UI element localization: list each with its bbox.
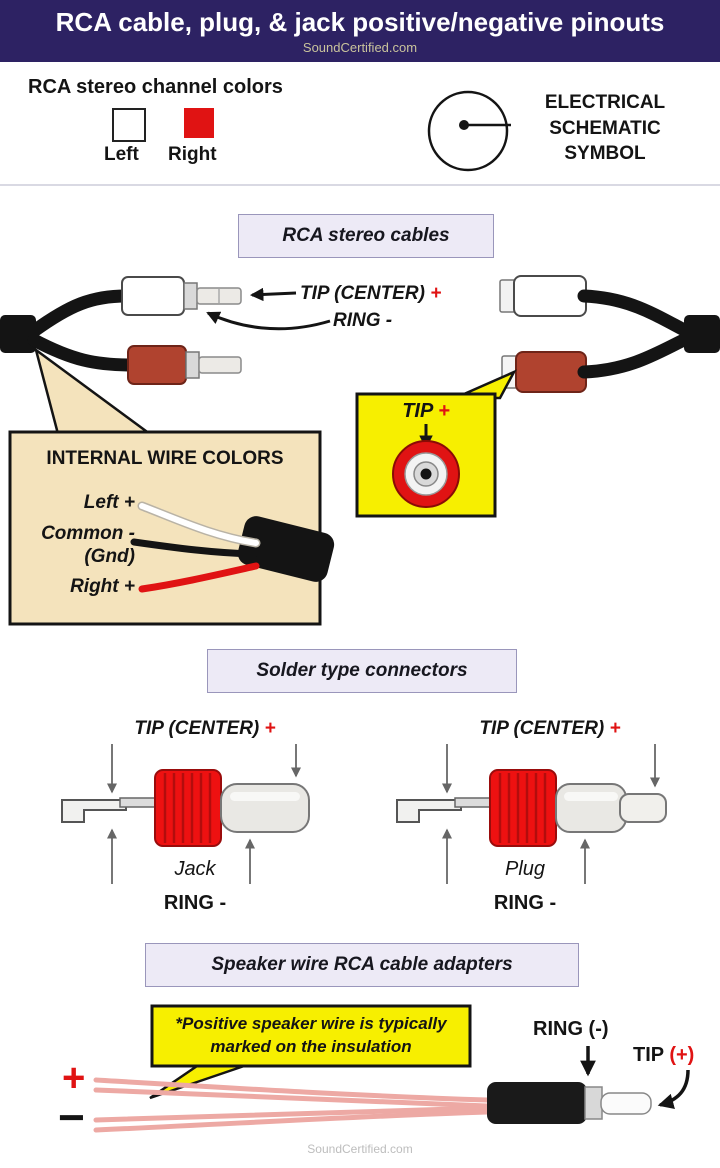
plug-ring-label: RING - — [493, 892, 557, 914]
adapter-tip-arrow — [657, 1069, 690, 1109]
electrical-schematic-symbol-icon — [427, 90, 511, 172]
white-plug-right — [499, 275, 587, 317]
page-title: RCA cable, plug, & jack positive/negativ… — [55, 7, 665, 37]
speaker-wire-note: *Positive speaker wire is typically mark… — [175, 1014, 447, 1056]
header: RCA cable, plug, & jack positive/negativ… — [0, 0, 720, 62]
jack-ring-label: RING - — [163, 892, 227, 914]
jack-name-label: Jack — [174, 858, 216, 880]
wire-right-label: Right + — [70, 576, 135, 597]
left-rca-cable-bundle — [0, 289, 139, 372]
section-title-adapters: Speaker wire RCA cable adapters — [145, 943, 579, 987]
tip-callout — [355, 369, 517, 518]
positive-sign: + — [62, 1056, 86, 1100]
legend-heading: RCA stereo channel colors — [28, 76, 283, 98]
right-channel-label: Right — [168, 144, 217, 165]
schematic-symbol-label: ELECTRICAL SCHEMATIC SYMBOL — [544, 92, 666, 165]
cables-tip-label: TIP (CENTER) + — [300, 283, 442, 304]
negative-sign: − — [58, 1091, 85, 1143]
tip-arrow — [249, 287, 297, 302]
wire-left-label: Left + — [83, 492, 135, 513]
cables-ring-label: RING - — [333, 310, 393, 331]
footer-site-name: SoundCertified.com — [307, 1142, 413, 1156]
red-plug-right — [501, 351, 587, 393]
rca-face-drawing — [392, 440, 460, 508]
adapter-ring-label: RING (-) — [533, 1018, 609, 1040]
right-channel-swatch — [184, 108, 214, 138]
plug-name-label: Plug — [504, 858, 546, 880]
tip-callout-label: TIP + — [402, 400, 450, 422]
white-plug-left — [121, 276, 242, 316]
red-plug-left — [127, 345, 242, 385]
internal-wire-colors-heading: INTERNAL WIRE COLORS — [46, 448, 284, 469]
speaker-wires — [93, 1077, 490, 1133]
section-title-cables: RCA stereo cables — [238, 214, 494, 258]
left-channel-swatch — [112, 108, 146, 142]
jack-tip-label: TIP (CENTER) + — [134, 718, 276, 739]
rca-adapter-plug — [487, 1082, 652, 1124]
plug-tip-label: TIP (CENTER) + — [479, 718, 621, 739]
section-title-solder: Solder type connectors — [207, 649, 517, 693]
adapter-tip-label: TIP (+) — [633, 1044, 695, 1066]
left-channel-label: Left — [104, 144, 139, 165]
right-rca-cable-bundle — [577, 289, 720, 379]
divider — [0, 184, 720, 186]
wire-common-label: Common - (Gnd) — [41, 523, 135, 567]
site-name: SoundCertified.com — [302, 40, 418, 55]
ring-arrow — [206, 311, 331, 331]
